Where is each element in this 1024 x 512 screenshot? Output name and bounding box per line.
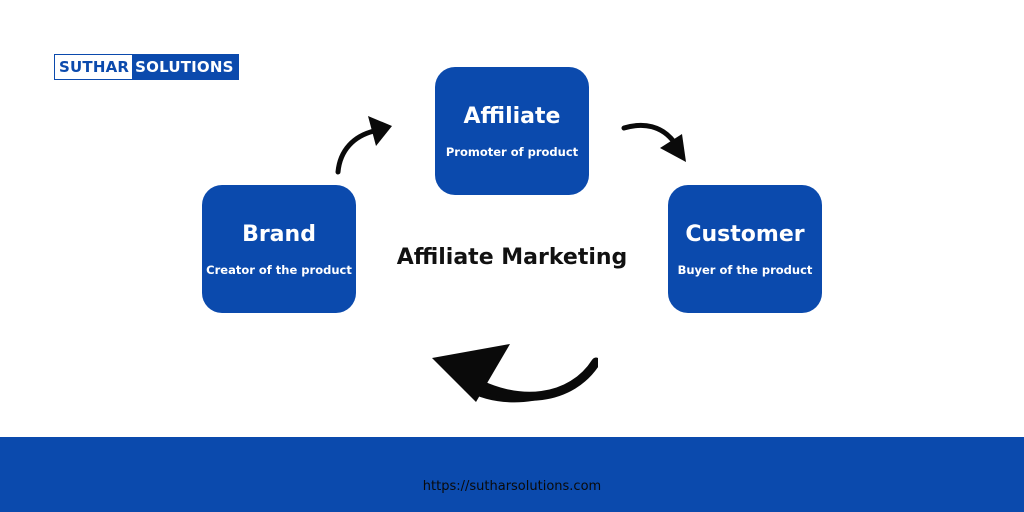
node-affiliate-subtitle: Promoter of product (445, 144, 579, 159)
node-brand-subtitle: Creator of the product (206, 262, 352, 277)
curved-arrow-icon (335, 116, 392, 175)
node-customer: Customer Buyer of the product (668, 185, 822, 313)
diagram-title: Affiliate Marketing (396, 245, 628, 270)
footer-url-link[interactable]: https://sutharsolutions.com (422, 479, 602, 494)
footer-bar: https://sutharsolutions.com (0, 437, 1024, 512)
node-customer-title: Customer (685, 221, 805, 247)
curved-arrow-icon (432, 344, 598, 403)
node-customer-subtitle: Buyer of the product (677, 262, 813, 277)
curved-arrow-icon (621, 122, 686, 162)
node-brand-title: Brand (242, 221, 316, 247)
brand-logo: SUTHAR SOLUTIONS (54, 54, 239, 80)
node-affiliate: Affiliate Promoter of product (435, 67, 589, 195)
logo-text-solutions: SOLUTIONS (132, 55, 238, 79)
node-brand: Brand Creator of the product (202, 185, 356, 313)
node-affiliate-title: Affiliate (463, 103, 561, 129)
logo-text-suthar: SUTHAR (55, 55, 133, 79)
